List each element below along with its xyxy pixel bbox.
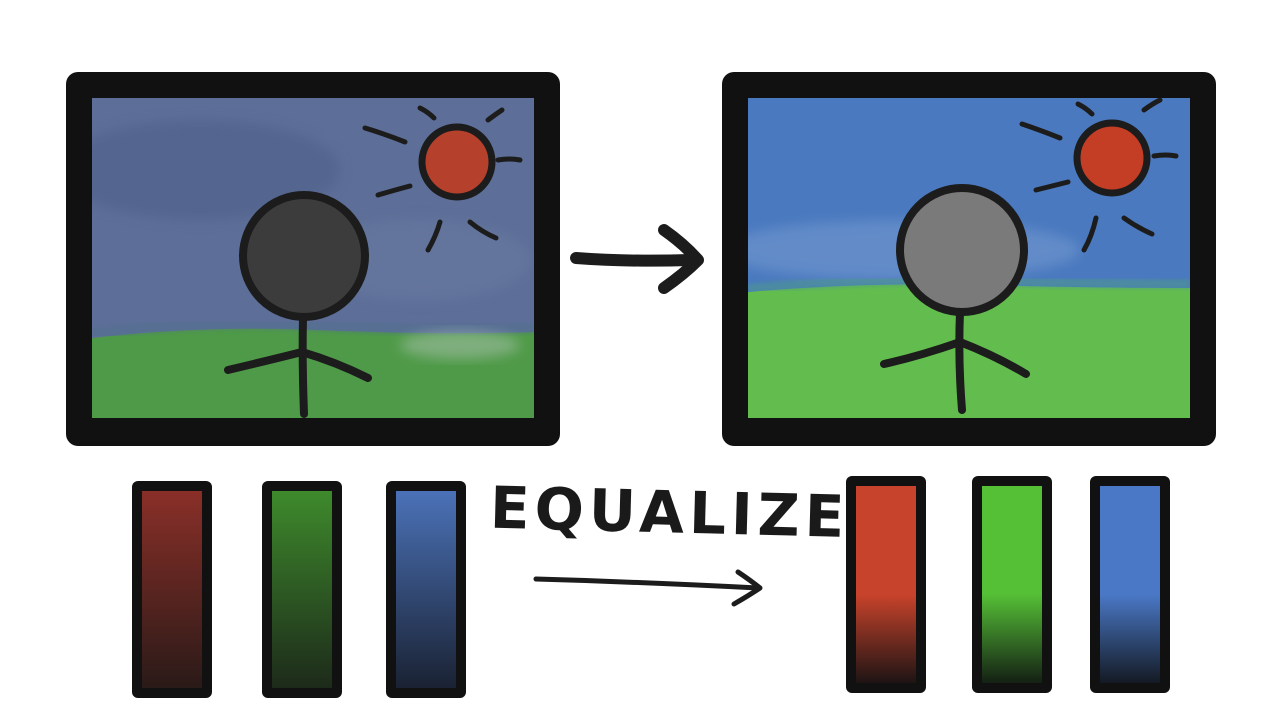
before-figure-arms <box>224 347 372 382</box>
before-red-channel-bar <box>142 491 202 688</box>
after-sun <box>1019 97 1179 253</box>
after-channel-bars <box>846 476 1170 693</box>
before-sun-disc <box>418 123 496 201</box>
before-channel-bars <box>132 481 466 698</box>
before-figure-head <box>239 191 369 321</box>
equalize-arrow <box>533 569 763 607</box>
before-haze <box>400 331 520 359</box>
before-cloud <box>92 120 340 220</box>
before-stick-figure <box>224 191 372 418</box>
after-blue-channel-bar <box>1100 486 1160 683</box>
before-blue-channel-bar <box>396 491 456 688</box>
after-red-channel-bar <box>856 486 916 683</box>
transform-arrow <box>570 224 704 294</box>
before-green-channel-bar <box>272 491 332 688</box>
after-sun-disc <box>1073 119 1151 197</box>
after-figure-body <box>955 308 966 414</box>
after-figure-head <box>896 184 1028 316</box>
after-ground <box>748 284 1190 418</box>
before-sun <box>362 105 523 253</box>
after-green-channel-bar <box>982 486 1042 683</box>
before-figure-body <box>298 314 308 418</box>
equalize-label: EQUALIZE <box>489 473 851 552</box>
after-image <box>722 72 1216 446</box>
after-figure-arms <box>880 337 1030 378</box>
before-image <box>66 72 560 446</box>
after-sun-rays <box>1019 97 1179 253</box>
before-sun-rays <box>362 105 523 253</box>
after-stick-figure <box>880 184 1030 414</box>
before-horizon <box>92 319 534 339</box>
